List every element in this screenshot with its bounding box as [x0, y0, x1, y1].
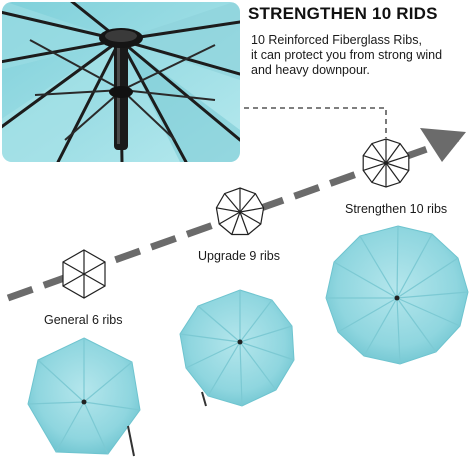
- stage-label-ten-ribs: Strengthen 10 ribs: [345, 202, 448, 216]
- umbrella-six-ribs-photo: [27, 337, 141, 457]
- stage-label-nine-ribs: Upgrade 9 ribs: [198, 249, 280, 263]
- stage-label-six-ribs: General 6 ribs: [44, 313, 123, 327]
- description-line-3: and heavy downpour.: [251, 63, 370, 77]
- six-rib-diagram-icon: [62, 249, 106, 299]
- umbrella-nine-ribs-photo: [179, 289, 295, 407]
- description-line-2: it can protect you from strong wind: [251, 48, 443, 62]
- arrow-head-icon: [420, 128, 466, 162]
- feature-description: 10 Reinforced Fiberglass Ribs, it can pr…: [251, 33, 471, 78]
- dashed-connector: [244, 107, 387, 138]
- ten-rib-diagram-icon: [362, 138, 410, 188]
- nine-rib-diagram-icon: [215, 187, 265, 236]
- frame-closeup-photo: [2, 2, 240, 162]
- umbrella-ten-ribs-photo: [325, 225, 469, 365]
- description-line-1: 10 Reinforced Fiberglass Ribs,: [251, 33, 422, 47]
- feature-heading: STRENGTHEN 10 RIDS: [248, 4, 438, 23]
